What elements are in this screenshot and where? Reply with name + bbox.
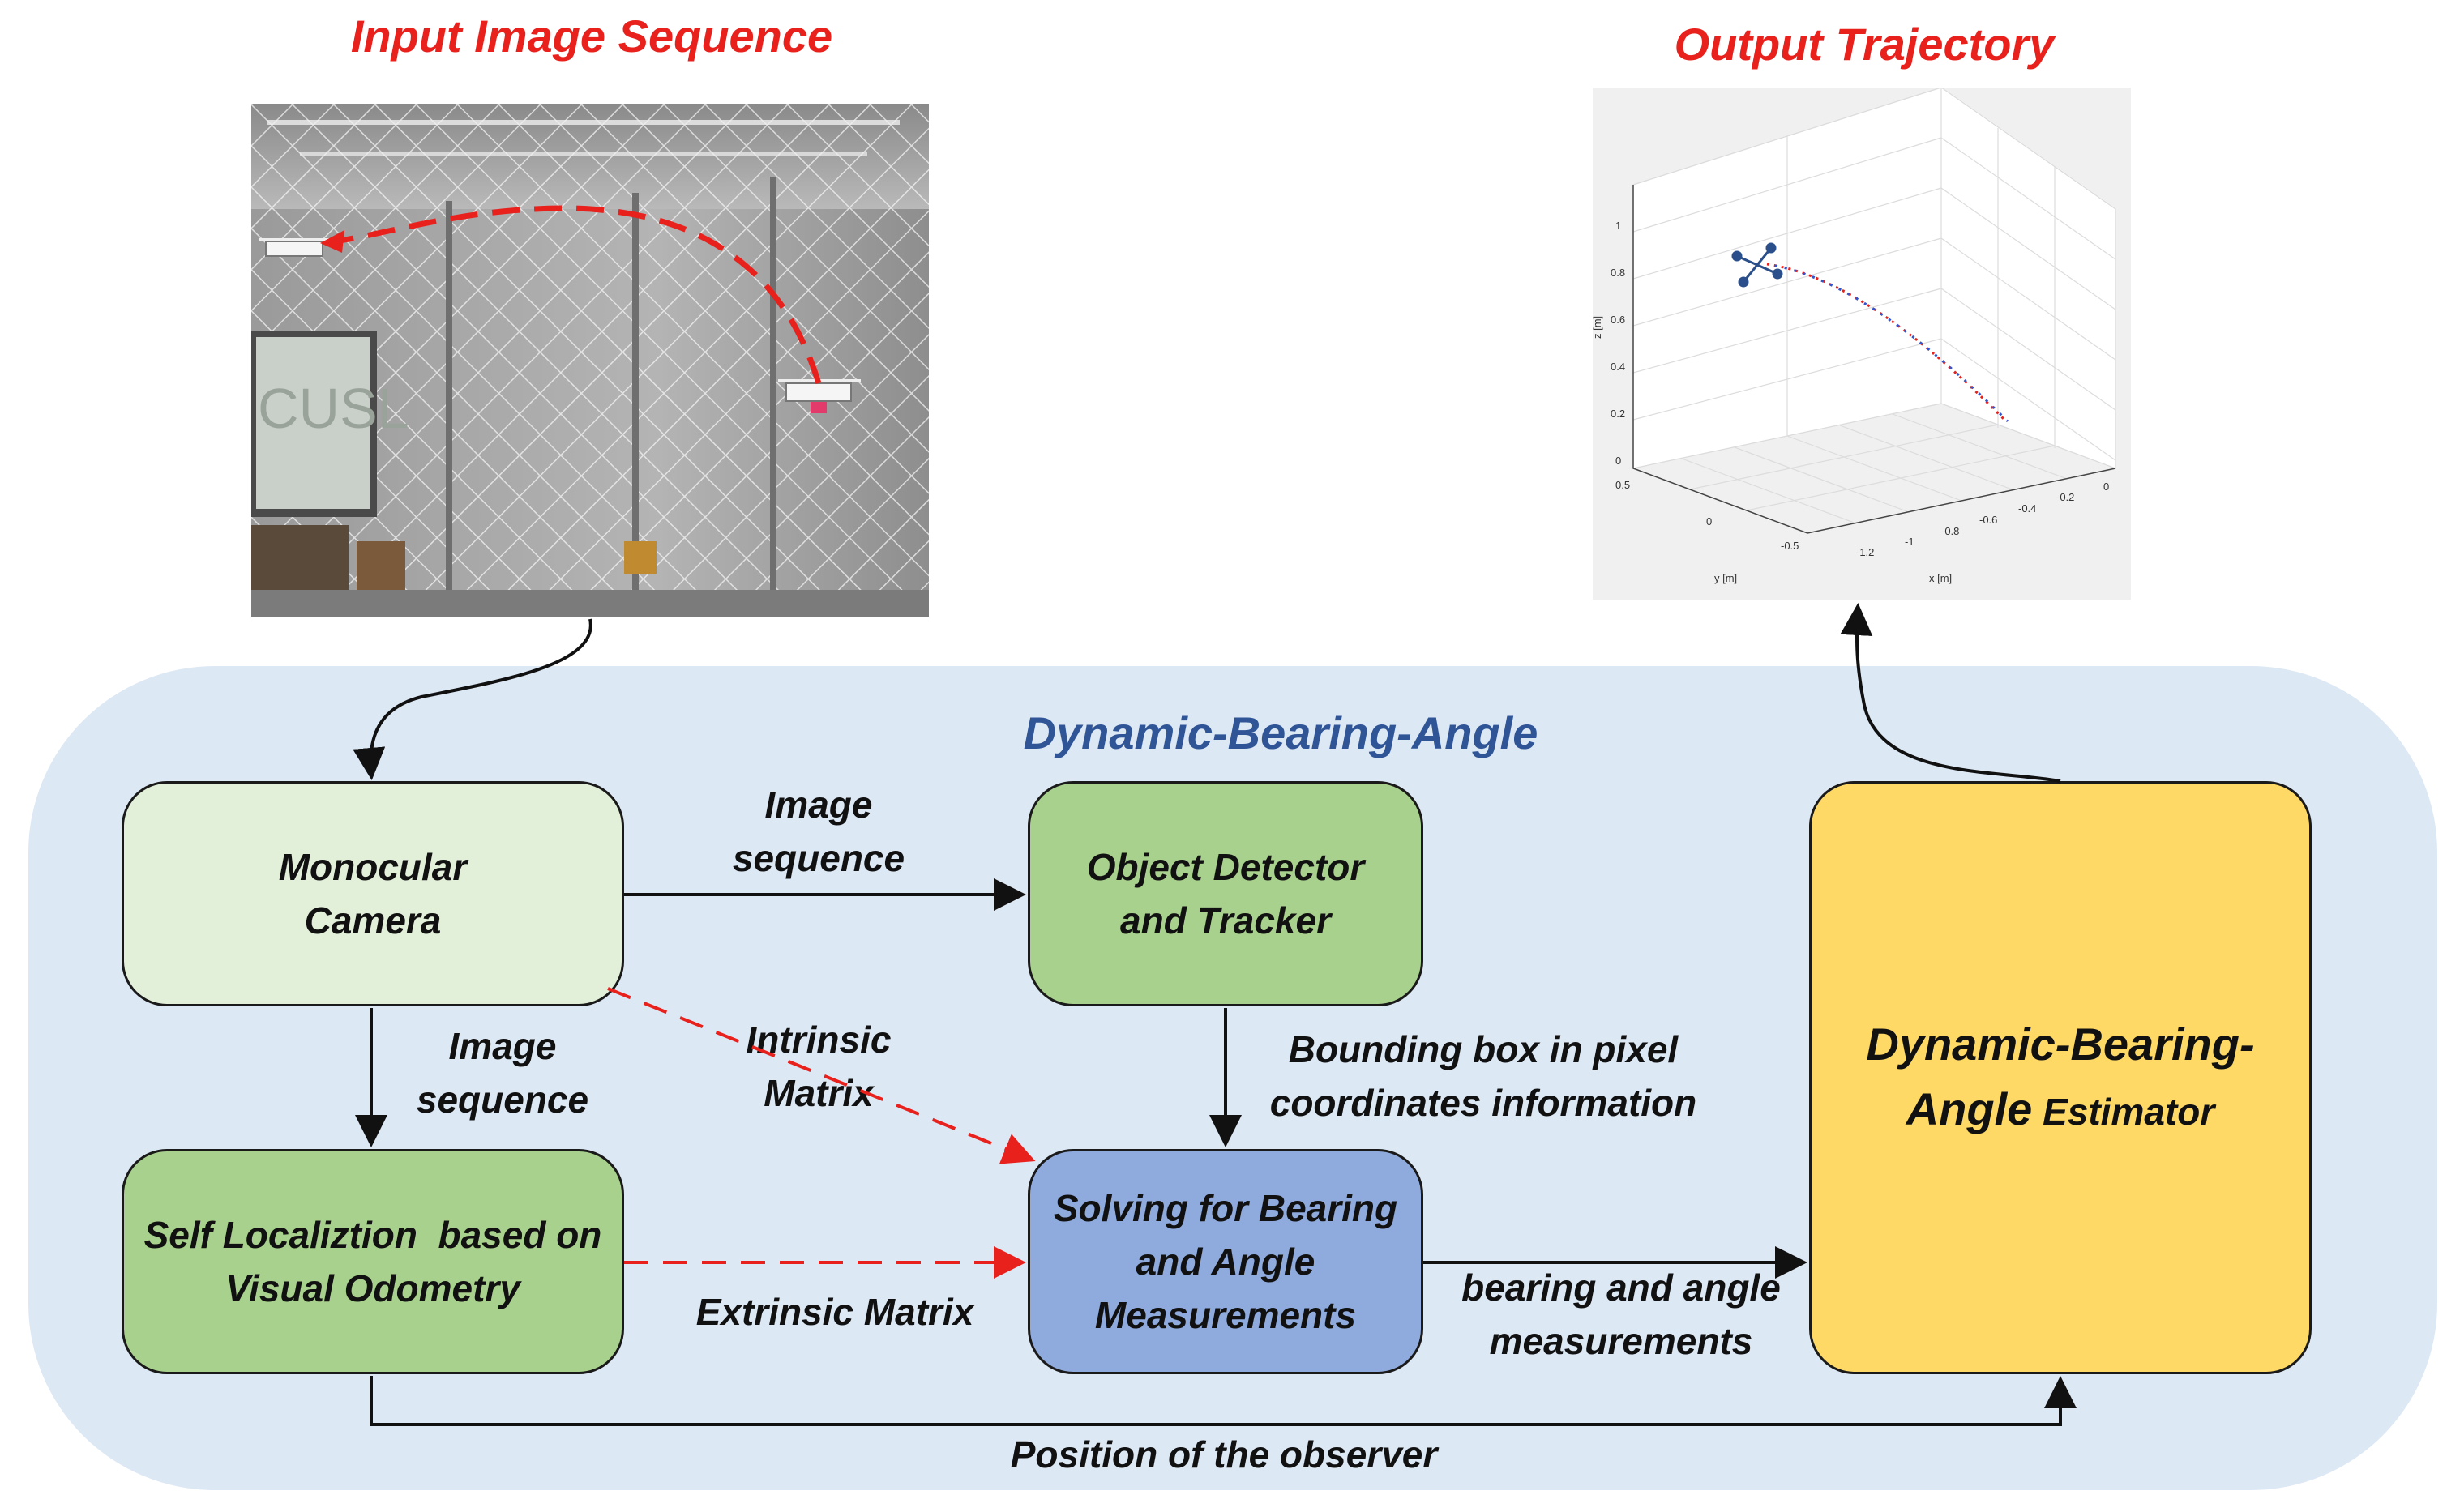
x-tick-0: 0 — [2103, 481, 2109, 493]
camera-line-1: Monocular — [278, 846, 468, 888]
output-trajectory-plot: 1 0.8 0.6 0.4 0.2 0 0.5 0 -0.5 -1.2 -1 -… — [1593, 88, 2131, 600]
input-image-sequence-title: Input Image Sequence — [350, 11, 833, 62]
estimator-line-1: Dynamic-Bearing- — [1866, 1018, 2255, 1070]
panel-title: Dynamic-Bearing-Angle — [1023, 707, 1538, 758]
x-tick--0.2: -0.2 — [2056, 491, 2074, 503]
estimator-line-2-big: Angle — [1906, 1083, 2033, 1134]
y-axis-label: y [m] — [1714, 572, 1737, 584]
z-tick-0: 0 — [1615, 455, 1621, 467]
label-position-of-observer: Position of the observer — [1010, 1433, 1438, 1476]
x-tick--0.8: -0.8 — [1941, 525, 1959, 537]
solver-line-2: and Angle — [1136, 1241, 1315, 1283]
camera-line-2: Camera — [304, 899, 442, 942]
y-tick-0: 0 — [1706, 515, 1712, 527]
z-tick-1: 1 — [1615, 220, 1621, 232]
localization-line-2: Visual Odometry — [225, 1267, 520, 1309]
z-tick-0.6: 0.6 — [1611, 314, 1625, 326]
z-tick-0.2: 0.2 — [1611, 408, 1625, 420]
quadrotor-marker-icon — [1731, 242, 1783, 288]
self-localization-node: Self Localiztion based on Visual Odometr… — [122, 1149, 624, 1374]
y-tick-0.5: 0.5 — [1615, 479, 1630, 491]
x-tick--0.6: -0.6 — [1979, 514, 1997, 526]
x-tick--1.2: -1.2 — [1856, 546, 1874, 558]
arrow-estimator-to-output — [1840, 603, 2061, 783]
wall-logo-text: CUSL — [258, 377, 409, 440]
object-detector-node: Object Detector and Tracker — [1028, 781, 1423, 1006]
detector-line-2: and Tracker — [1120, 899, 1331, 942]
solver-line-1: Solving for Bearing — [1053, 1187, 1398, 1229]
flight-path — [332, 205, 822, 385]
x-tick--0.4: -0.4 — [2018, 502, 2036, 515]
label-extrinsic-matrix: Extrinsic Matrix — [695, 1291, 974, 1333]
solver-node: Solving for Bearing and Angle Measuremen… — [1028, 1149, 1423, 1374]
arrow-observer-position — [370, 1376, 2077, 1426]
estimator-node: Dynamic-Bearing- Angle Estimator — [1809, 781, 2312, 1374]
z-tick-0.8: 0.8 — [1611, 267, 1625, 279]
input-image-photo: CUSL — [251, 104, 929, 617]
arrow-intrinsic-matrix — [607, 987, 1036, 1164]
drone-start-icon — [259, 238, 329, 257]
localization-line-1: Self Localiztion based on — [143, 1214, 602, 1256]
detector-line-1: Object Detector — [1086, 846, 1365, 888]
monocular-camera-node: Monocular Camera — [122, 781, 624, 1006]
solver-line-3: Measurements — [1094, 1294, 1357, 1336]
y-tick--0.5: -0.5 — [1781, 540, 1799, 552]
z-axis-label: z [m] — [1593, 316, 1603, 339]
x-axis-label: x [m] — [1929, 572, 1952, 584]
z-tick-0.4: 0.4 — [1611, 361, 1625, 373]
estimator-line-2-small: Estimator — [2032, 1090, 2215, 1133]
arrow-photo-to-camera — [353, 618, 592, 780]
output-trajectory-title: Output Trajectory — [1674, 19, 2055, 70]
x-tick--1: -1 — [1905, 536, 1914, 548]
